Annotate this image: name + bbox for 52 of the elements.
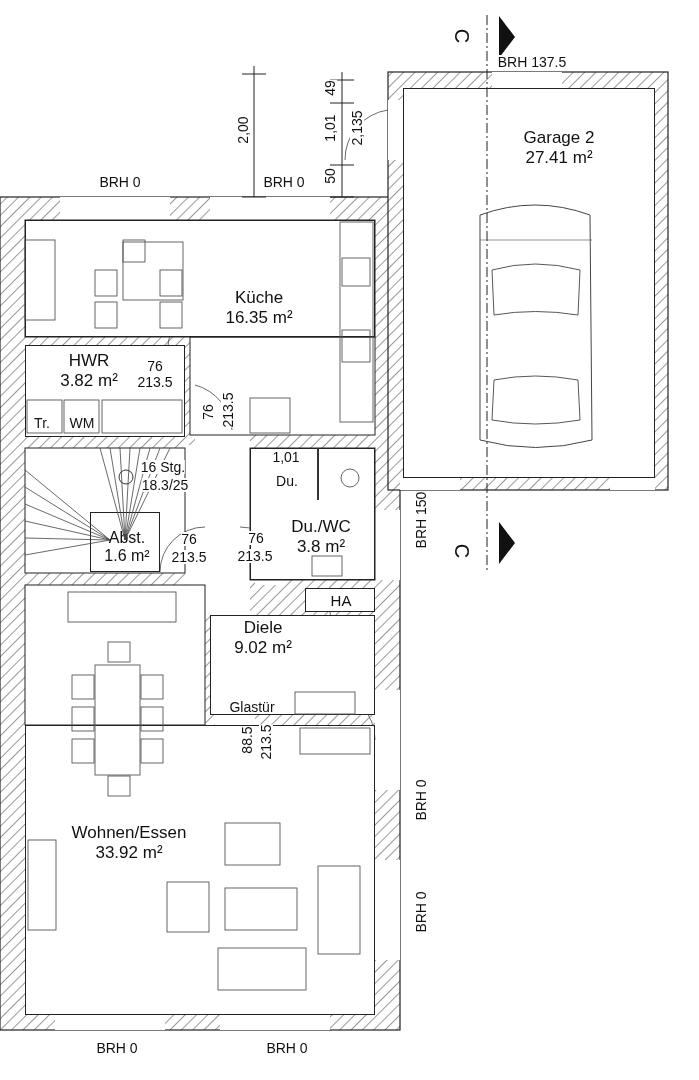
window-height-label: BRH 137.5 xyxy=(497,55,567,69)
room-name: Abst. xyxy=(108,528,146,547)
door-height-label: 213.5 xyxy=(137,375,173,389)
living-room xyxy=(25,725,375,1015)
door-height-label: 213.5 xyxy=(237,549,273,563)
window-height-label: BRH 0 xyxy=(266,1041,308,1055)
door-width-label: 76 xyxy=(181,532,197,546)
appliance-label: Tr. xyxy=(34,416,50,430)
section-label: C xyxy=(452,543,472,559)
window-height-label: BRH 0 xyxy=(263,175,305,189)
stair-label: 18.3/25 xyxy=(141,478,189,492)
door-width-label: 88.5 xyxy=(240,726,254,754)
door-height-label: 213.5 xyxy=(259,724,273,760)
kitchen-room xyxy=(25,220,375,337)
storage-room xyxy=(90,512,160,572)
section-label: C xyxy=(452,28,472,44)
room-area: 1.6 m² xyxy=(104,547,150,566)
dimension-label: 50 xyxy=(323,168,337,184)
room-name: Wohnen/Essen xyxy=(71,823,187,843)
room-area: 9.02 m² xyxy=(234,638,292,658)
stair-label: 16 Stg. xyxy=(140,460,186,474)
room-area: 33.92 m² xyxy=(95,843,163,863)
room-area: 27.41 m² xyxy=(525,148,593,168)
dimension-label: 49 xyxy=(323,80,337,96)
window-height-label: BRH 0 xyxy=(99,175,141,189)
room-name: Du./WC xyxy=(291,517,351,537)
room-label: Du. xyxy=(276,474,298,488)
dimension-label: 1,01 xyxy=(323,114,337,142)
dimension-label: 2,00 xyxy=(236,116,250,144)
garage-room xyxy=(403,88,655,478)
room-name: HWR xyxy=(68,351,110,371)
appliance-label: WM xyxy=(69,416,95,430)
window-height-label: BRH 0 xyxy=(96,1041,138,1055)
room-name: Garage 2 xyxy=(523,128,595,148)
window-height-label: BRH 0 xyxy=(414,891,428,933)
room-name: Küche xyxy=(234,288,284,308)
door-width-label: 76 xyxy=(201,404,215,420)
room-area: 3.8 m² xyxy=(296,537,346,557)
hallway-room xyxy=(210,615,375,715)
dimension-label: 2,135 xyxy=(350,110,364,146)
room-area: 16.35 m² xyxy=(225,308,293,328)
window-height-label: BRH 0 xyxy=(414,779,428,821)
door-height-label: 213.5 xyxy=(221,392,235,428)
door-width-label: 76 xyxy=(147,359,163,373)
door-width-label: 76 xyxy=(248,531,264,545)
room-name: Diele xyxy=(243,618,283,638)
window-height-label: BRH 150 xyxy=(414,491,428,549)
room-name: HA xyxy=(330,592,352,610)
room-area: 3.82 m² xyxy=(60,371,118,391)
connection-box xyxy=(305,588,375,612)
dimension-label: 1,01 xyxy=(272,450,300,464)
door-label: Glastür xyxy=(229,700,275,714)
